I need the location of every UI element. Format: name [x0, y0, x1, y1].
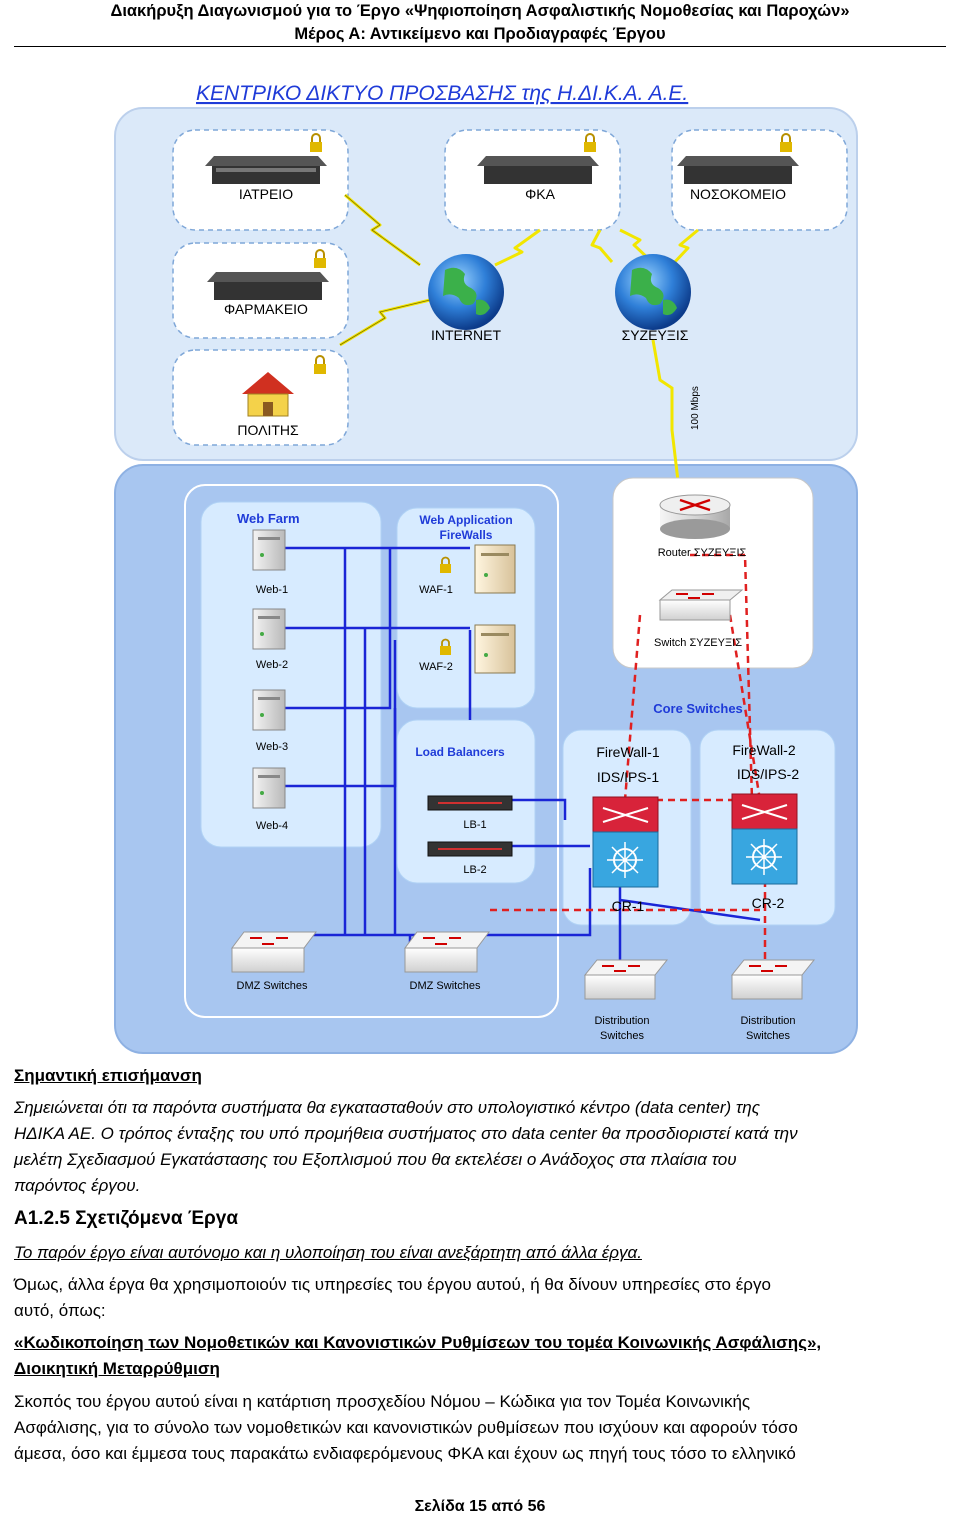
- waf-title-line2: FireWalls: [440, 528, 493, 542]
- important-line-3: μελέτη Σχεδιασμού Εγκατάστασης του Εξοπλ…: [14, 1150, 737, 1169]
- autonomous-note: Το παρόν έργο είναι αυτόνομο και η υλοπο…: [14, 1243, 642, 1262]
- dmz-switch-icon: [404, 931, 490, 973]
- lb-title: Load Balancers: [415, 745, 505, 759]
- server-label: WAF-2: [419, 661, 453, 673]
- site-iatreio: ΙΑΤΡΕΙΟ: [172, 129, 349, 231]
- server-icon: [252, 767, 286, 809]
- server-icon: [252, 529, 286, 571]
- page-number: Σελίδα 15 από 56: [414, 1498, 546, 1515]
- dmz-switch-icon: [231, 931, 317, 973]
- header-divider: [14, 46, 946, 47]
- important-line-2: ΗΔΙΚΑ ΑΕ. Ο τρόπος ένταξης του υπό προμή…: [14, 1124, 798, 1143]
- project-title-line-2: Διοικητική Μεταρρύθμιση: [14, 1359, 220, 1378]
- header-title: Διακήρυξη Διαγωνισμού για το Έργο «Ψηφιο…: [110, 2, 850, 20]
- diagram-title: ΚΕΝΤΡΙΚΟ ΔΙΚΤΥΟ ΠΡΟΣΒΑΣΗΣ της Η.ΔΙ.Κ.Α. …: [196, 82, 688, 105]
- server-label: Web-2: [256, 659, 288, 671]
- wireless-links-outline: [339, 194, 431, 346]
- purpose-line-1: Σκοπός του έργου αυτού είναι η κατάρτιση…: [14, 1392, 751, 1411]
- dmz-switch-label: DMZ Switches: [410, 980, 481, 992]
- building-icon: [484, 166, 592, 184]
- site-label: ΦΑΡΜΑΚΕΙΟ: [224, 301, 308, 317]
- important-line-1: Σημειώνεται ότι τα παρόντα συστήματα θα …: [14, 1098, 760, 1117]
- purpose-line-2: Ασφάλισης, για το σύνολο των νομοθετικών…: [14, 1418, 798, 1437]
- internet-globe-icon: [428, 254, 504, 330]
- switch-label: Switch ΣΥΖΕΥΞΙΣ: [654, 637, 742, 649]
- server-label: WAF-1: [419, 584, 453, 596]
- lock-icon: [440, 638, 451, 655]
- important-heading: Σημαντική επισήμανση: [14, 1066, 202, 1085]
- server-icon: [474, 624, 516, 674]
- router-icon: [659, 494, 731, 539]
- load-balancers: LB-1 LB-2: [427, 795, 513, 876]
- cr1-label: CR-1: [612, 898, 645, 914]
- network-diagram: ΚΕΝΤΡΙΚΟ ΔΙΚΤΥΟ ΠΡΟΣΒΑΣΗΣ της Η.ΔΙ.Κ.Α. …: [114, 82, 858, 1054]
- server-label: Web-4: [256, 820, 288, 832]
- distribution-label-line2: Switches: [600, 1030, 645, 1042]
- others-line-2: αυτό, όπως:: [14, 1301, 106, 1320]
- link-speed-label: 100 Mbps: [690, 386, 701, 430]
- syzeyxis-label: ΣΥΖΕΥΞΙΣ: [622, 327, 689, 343]
- server-label: Web-3: [256, 741, 288, 753]
- lock-icon: [584, 133, 596, 152]
- site-label: ΠΟΛΙΤΗΣ: [237, 422, 299, 438]
- waf-servers: WAF-1 WAF-2: [419, 544, 516, 674]
- site-fka: ΦΚΑ: [444, 129, 621, 231]
- site-label: ΝΟΣΟΚΟΜΕΙΟ: [690, 186, 786, 202]
- purpose-line-3: άμεσα, όσο και έμμεσα τους παρακάτω ενδι…: [14, 1444, 796, 1463]
- important-line-4: παρόντος έργου.: [14, 1176, 141, 1195]
- dmz-switch-label: DMZ Switches: [237, 980, 308, 992]
- lb-label: LB-1: [463, 819, 486, 831]
- distribution-label-line1: Distribution: [594, 1015, 649, 1027]
- site-politis: ΠΟΛΙΤΗΣ: [172, 349, 349, 446]
- dmz-panel: [184, 484, 559, 1018]
- web-farm-title: Web Farm: [237, 511, 300, 526]
- server-icon: [474, 544, 516, 594]
- site-label: ΙΑΤΡΕΙΟ: [239, 186, 293, 202]
- site-farmakeio: ΦΑΡΜΑΚΕΙΟ: [172, 242, 349, 339]
- header-subtitle: Μέρος Α: Αντικείμενο και Προδιαγραφές Έρ…: [294, 25, 666, 43]
- distribution-switch-icon: [730, 959, 816, 1000]
- server-icon: [252, 608, 286, 650]
- lb-label: LB-2: [463, 864, 486, 876]
- firewall-core-icon: [731, 793, 798, 885]
- load-balancer-icon: [427, 841, 513, 857]
- server-label: Web-1: [256, 584, 288, 596]
- web-servers: Web-1 Web-2 Web-3 Web-4: [252, 529, 288, 832]
- fw2-line1: FireWall-2: [732, 742, 795, 758]
- building-icon: [684, 166, 792, 184]
- firewall-core-icon: [592, 796, 659, 888]
- fw2-line2: IDS/IPS-2: [737, 766, 799, 782]
- waf-title-line1: Web Application: [419, 513, 512, 527]
- document-header: Διακήρυξη Διαγωνισμού για το Έργο «Ψηφιο…: [0, 0, 960, 46]
- switch-icon: [658, 589, 744, 621]
- lock-icon: [780, 133, 792, 152]
- lock-icon: [310, 133, 322, 152]
- fw1-line1: FireWall-1: [596, 744, 659, 760]
- syzeyxis-globe-icon: [615, 254, 691, 330]
- internet-label: INTERNET: [431, 327, 501, 343]
- lock-icon: [440, 556, 451, 573]
- load-balancer-icon: [427, 795, 513, 811]
- server-icon: [252, 689, 286, 731]
- others-line-1: Όμως, άλλα έργα θα χρησιμοποιούν τις υπη…: [14, 1275, 771, 1294]
- cr2-label: CR-2: [752, 895, 785, 911]
- distribution-label-line2: Switches: [746, 1030, 791, 1042]
- core-switches-title: Core Switches: [653, 701, 743, 716]
- site-label: ΦΚΑ: [525, 186, 556, 202]
- section-heading: Α1.2.5 Σχετιζόμενα Έργα: [14, 1208, 239, 1229]
- project-title-line-1: «Κωδικοποίηση των Νομοθετικών και Κανονι…: [14, 1333, 822, 1352]
- site-nosokomeio: ΝΟΣΟΚΟΜΕΙΟ: [671, 129, 848, 231]
- fw1-line2: IDS/IPS-1: [597, 769, 659, 785]
- house-icon: [242, 372, 294, 417]
- lock-icon: [314, 249, 326, 268]
- web-farm-area: [200, 501, 382, 848]
- building-icon: [214, 282, 322, 300]
- lock-icon: [314, 355, 326, 374]
- wan-link: [651, 339, 682, 499]
- router-label: Router ΣΥΖΕΥΞΙΣ: [658, 547, 747, 559]
- distribution-label-line1: Distribution: [740, 1015, 795, 1027]
- distribution-switch-icon: [583, 959, 669, 1000]
